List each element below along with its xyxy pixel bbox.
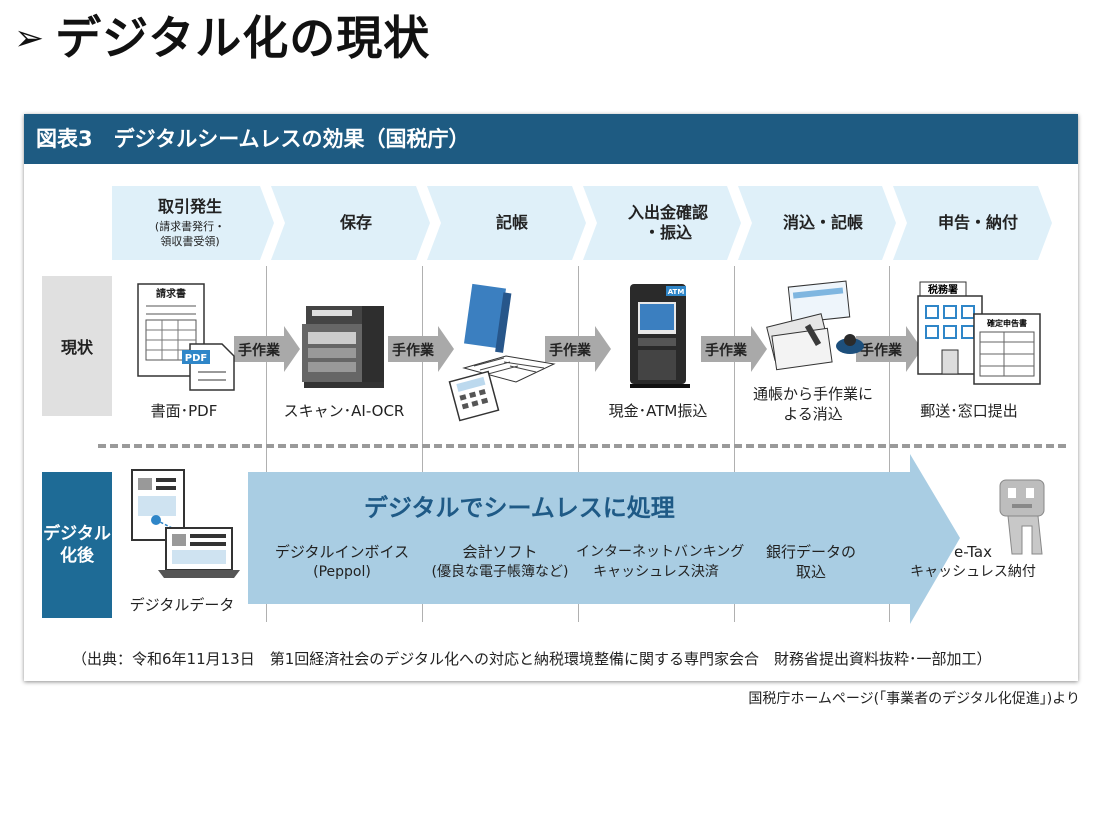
digital-item-invoice-line1: デジタルインボイス (274, 543, 410, 561)
step-1-sub2: 領収書受領) (160, 235, 220, 248)
slide-title-text: デジタル化の現状 (55, 11, 431, 65)
digital-item-accounting-line2: (優良な電子帳簿など) (431, 564, 569, 580)
caption-digital-data: デジタルデータ (129, 596, 235, 614)
step-3: 記帳 (442, 186, 582, 260)
digital-item-banking-line1: インターネットバンキング (576, 544, 745, 560)
chevron-step-5 (738, 186, 896, 260)
manual-arrow-1 (234, 326, 300, 372)
step-1: 取引発生 (請求書発行・ 領収書受領) (120, 186, 260, 260)
figure: 図表3 デジタルシームレスの効果（国税庁） 取引発生 (請求書発行・ 領収書受領… (24, 114, 1078, 681)
step-4-label2: ・振込 (643, 223, 692, 242)
manual-label-5: 手作業 (860, 343, 902, 359)
manual-label-2: 手作業 (392, 343, 434, 359)
digital-data-icon (131, 469, 240, 578)
step-2-label: 保存 (339, 213, 372, 232)
digital-item-bank-data: 銀行データの 取込 (736, 542, 886, 582)
tax-office-icon: 税務署 確定申告書 (917, 281, 1041, 385)
step-4: 入出金確認 ・振込 (598, 186, 738, 260)
bookkeeping-icon (448, 283, 556, 422)
caption-mail-counter: 郵送･窓口提出 (920, 402, 1018, 420)
caption-passbook: 通帳から手作業に よる消込 (738, 384, 888, 424)
figure-source: （出典：令和6年11月13日 第1回経済社会のデジタル化への対応と納税環境整備に… (72, 650, 992, 668)
caption-passbook-line1: 通帳から手作業に (752, 385, 873, 403)
row-label-digital-line1: デジタル (43, 524, 111, 544)
manual-arrow-3 (545, 326, 611, 372)
digital-item-etax-line1: e-Tax (953, 543, 992, 561)
digital-item-etax-line2: キャッシュレス納付 (910, 564, 1036, 580)
row-separator-dashed (98, 444, 1066, 448)
step-6: 申告・納付 (908, 186, 1048, 260)
figure-header: 図表3 デジタルシームレスの効果（国税庁） (24, 114, 1078, 164)
step-3-label: 記帳 (495, 213, 528, 232)
step-2: 保存 (286, 186, 426, 260)
caption-paper-pdf: 書面･PDF (150, 402, 218, 420)
digital-item-bank-data-line2: 取込 (795, 563, 826, 581)
atm-icon: ATM (630, 284, 690, 388)
digital-item-accounting: 会計ソフト (優良な電子帳簿など) (420, 542, 580, 582)
manual-arrow-5 (856, 326, 922, 372)
manual-arrow-4 (701, 326, 767, 372)
tax-office-sign: 税務署 (928, 283, 958, 296)
process-chevrons (112, 186, 1052, 260)
chevron-step-4 (583, 186, 741, 260)
atm-sign: ATM (668, 288, 685, 296)
etax-mascot-icon (999, 479, 1045, 555)
caption-cash-atm: 現金･ATM振込 (608, 402, 708, 420)
digital-item-invoice-line2: (Peppol) (313, 564, 371, 580)
step-5: 消込・記帳 (753, 186, 893, 260)
caption-scan-ocr: スキャン･AI-OCR (283, 402, 405, 420)
manual-label-1: 手作業 (238, 343, 280, 359)
manual-arrow-2 (388, 326, 454, 372)
invoice-title: 請求書 (156, 287, 186, 300)
pdf-badge: PDF (185, 353, 207, 364)
step-1-label: 取引発生 (157, 197, 222, 216)
printer-scanner-icon (302, 306, 384, 388)
chevron-step-6 (893, 186, 1052, 260)
passbook-icon (766, 280, 864, 371)
digital-item-banking: インターネットバンキング キャッシュレス決済 (576, 542, 745, 582)
digital-flow-arrow (248, 454, 960, 624)
credit-note: 国税庁ホームページ(「事業者のデジタル化促進」)より (748, 691, 1080, 707)
manual-label-3: 手作業 (549, 343, 591, 359)
step-1-sub1: (請求書発行・ (154, 220, 226, 233)
digital-item-invoice: デジタルインボイス (Peppol) (262, 542, 422, 582)
digital-item-etax: e-Tax キャッシュレス納付 (898, 542, 1048, 582)
manual-arrows (234, 326, 922, 372)
chevron-step-2 (271, 186, 430, 260)
digital-item-accounting-line1: 会計ソフト (462, 543, 538, 561)
bullet-arrow-icon: ➢ (14, 18, 46, 59)
row-label-digital: デジタル 化後 (42, 472, 112, 618)
digital-item-banking-line2: キャッシュレス決済 (593, 564, 719, 580)
manual-label-4: 手作業 (705, 343, 747, 359)
slide-title: ➢デジタル化の現状 (14, 2, 430, 68)
caption-passbook-line2: よる消込 (783, 405, 843, 423)
tax-form-title: 確定申告書 (987, 318, 1027, 328)
step-6-label: 申告・納付 (937, 213, 1018, 232)
digital-banner: デジタルでシームレスに処理 (364, 494, 675, 522)
invoice-pdf-icon: 請求書 PDF (137, 283, 235, 391)
chevron-step-3 (427, 186, 586, 260)
step-4-label: 入出金確認 (627, 203, 708, 222)
step-5-label: 消込・記帳 (782, 213, 863, 232)
chevron-step-1 (112, 186, 274, 260)
digital-item-bank-data-line1: 銀行データの (765, 543, 856, 561)
row-label-digital-line2: 化後 (59, 546, 94, 566)
row-label-current: 現状 (42, 276, 112, 416)
